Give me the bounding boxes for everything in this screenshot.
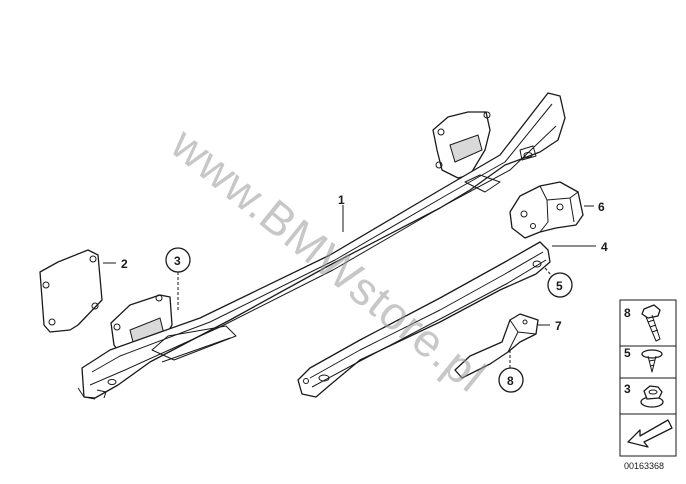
cover-plate [39, 249, 103, 333]
callout-8-circle: 8 [498, 367, 524, 393]
screw-icon [641, 349, 663, 373]
bumper-carrier-beam [77, 92, 566, 400]
mounting-bracket [509, 181, 584, 239]
callout-3: 3 [174, 254, 181, 268]
callout-3-circle: 3 [165, 247, 191, 273]
legend-item-5: 5 [624, 346, 631, 360]
callout-7: 7 [555, 319, 562, 333]
callout-6: 6 [598, 200, 605, 214]
bolt-icon [641, 304, 661, 342]
nut-icon [640, 385, 664, 408]
small-bracket [454, 313, 539, 379]
callout-5: 5 [556, 279, 563, 293]
callout-1: 1 [338, 193, 345, 207]
legend-item-8: 8 [624, 306, 631, 320]
legend-item-3: 3 [624, 382, 631, 396]
fasteners-legend: 8 5 3 [619, 299, 677, 457]
callout-2: 2 [121, 257, 128, 271]
callout-4: 4 [601, 240, 608, 254]
energy-absorber [297, 241, 551, 398]
diagram-code: 00163368 [624, 461, 664, 471]
direction-arrow-icon [627, 419, 673, 448]
callout-8: 8 [507, 374, 514, 388]
callout-5-circle: 5 [547, 272, 573, 298]
